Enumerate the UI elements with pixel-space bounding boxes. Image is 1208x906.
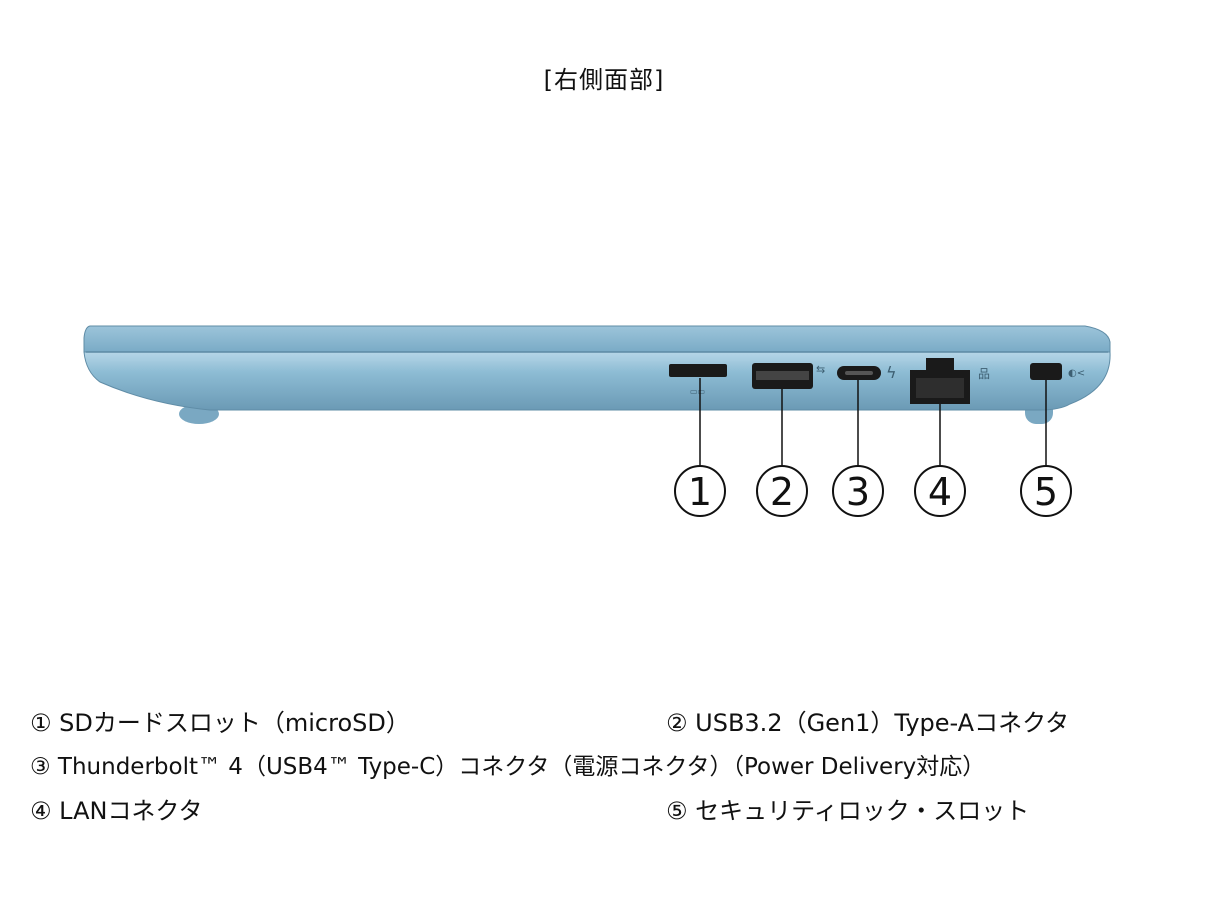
- legend-item-5: ⑤ セキュリティロック・スロット: [666, 797, 1030, 825]
- svg-text:4: 4: [928, 470, 952, 514]
- svg-text:2: 2: [770, 470, 794, 514]
- ports: ▭▭ ⇆ ϟ 品 ◐<: [669, 358, 1085, 404]
- microsd-label-icon: ▭▭: [690, 387, 705, 396]
- leader-lines: [699, 378, 1047, 466]
- microsd-slot: [669, 364, 727, 377]
- section-title: [右側面部]: [543, 66, 665, 94]
- lock-icon: ◐<: [1068, 368, 1085, 379]
- callout-1: 1: [674, 465, 726, 517]
- network-icon: 品: [978, 367, 990, 381]
- thunderbolt-icon: ϟ: [886, 363, 897, 382]
- legend-item-2: ② USB3.2（Gen1）Type-Aコネクタ: [666, 709, 1070, 737]
- legend-item-4: ④ LANコネクタ: [30, 797, 203, 825]
- legend-item-3: ③ Thunderbolt™ 4（USB4™ Type-C）コネクタ（電源コネク…: [30, 754, 986, 780]
- legend-item-1: ① SDカードスロット（microSD）: [30, 709, 410, 737]
- callout-3: 3: [832, 465, 884, 517]
- svg-text:5: 5: [1034, 470, 1058, 514]
- callout-5: 5: [1020, 465, 1072, 517]
- laptop-lid: [83, 325, 1111, 353]
- usb-icon: ⇆: [816, 363, 825, 376]
- callout-4: 4: [914, 465, 966, 517]
- callouts: 1 2 3 4 5: [674, 465, 1072, 517]
- svg-text:3: 3: [846, 470, 870, 514]
- callout-2: 2: [756, 465, 808, 517]
- security-lock-slot: [1030, 363, 1062, 380]
- svg-text:1: 1: [688, 470, 712, 514]
